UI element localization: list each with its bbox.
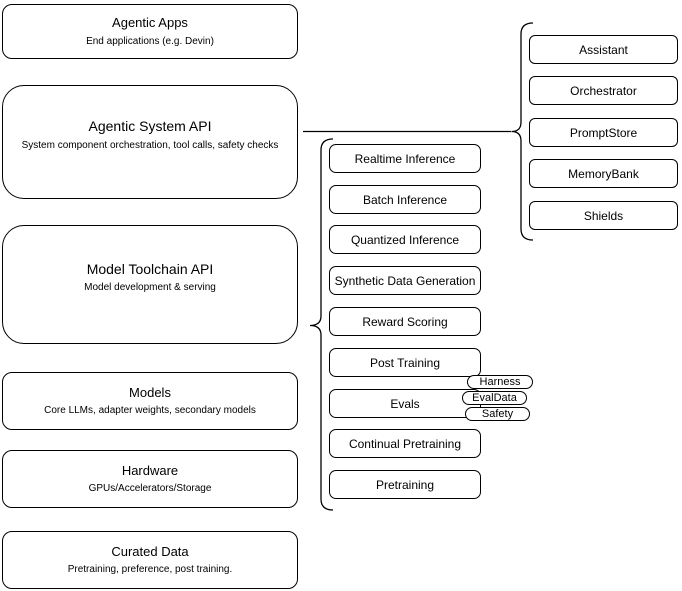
node-pretraining: Pretraining xyxy=(329,470,481,499)
node-memorybank: MemoryBank xyxy=(529,159,678,188)
node-label: Synthetic Data Generation xyxy=(334,273,476,288)
node-title: Model Toolchain API xyxy=(86,260,214,277)
pill-label: Harness xyxy=(479,375,521,388)
node-title: Agentic System API xyxy=(88,118,212,135)
node-subtitle: System component orchestration, tool cal… xyxy=(21,139,279,151)
node-label: Quantized Inference xyxy=(350,232,460,247)
pill-label: Safety xyxy=(481,407,514,420)
node-title: Curated Data xyxy=(111,543,189,559)
node-subtitle: Model development & serving xyxy=(84,282,216,294)
node-continual-pretraining: Continual Pretraining xyxy=(329,429,481,458)
node-quantized-inference: Quantized Inference xyxy=(329,225,481,254)
node-promptstore: PromptStore xyxy=(529,118,678,147)
node-label: Assistant xyxy=(579,42,628,57)
node-hardware: Hardware GPUs/Accelerators/Storage xyxy=(2,450,298,508)
node-evals: Evals xyxy=(329,389,481,418)
node-label: Pretraining xyxy=(375,477,435,492)
node-label: PromptStore xyxy=(569,125,638,140)
node-curated-data: Curated Data Pretraining, preference, po… xyxy=(2,531,298,589)
node-title: Hardware xyxy=(121,462,179,478)
node-label: Batch Inference xyxy=(362,192,448,207)
pill-safety: Safety xyxy=(465,407,530,421)
node-label: Orchestrator xyxy=(570,83,637,98)
node-synthetic-data-generation: Synthetic Data Generation xyxy=(329,266,481,295)
node-label: Realtime Inference xyxy=(354,151,456,166)
node-subtitle: GPUs/Accelerators/Storage xyxy=(88,483,212,495)
node-subtitle: Pretraining, preference, post training. xyxy=(67,564,233,576)
node-label: Continual Pretraining xyxy=(348,436,462,451)
node-models: Models Core LLMs, adapter weights, secon… xyxy=(2,372,298,430)
node-title: Models xyxy=(129,384,171,400)
node-label: Evals xyxy=(390,396,420,411)
node-assistant: Assistant xyxy=(529,35,678,64)
node-orchestrator: Orchestrator xyxy=(529,76,678,105)
node-reward-scoring: Reward Scoring xyxy=(329,307,481,336)
node-label: Reward Scoring xyxy=(362,314,448,329)
node-model-toolchain-api: Model Toolchain API Model development & … xyxy=(2,225,298,344)
node-label: Shields xyxy=(583,208,624,223)
pill-label: EvalData xyxy=(472,391,517,404)
node-shields: Shields xyxy=(529,201,678,230)
node-agentic-apps: Agentic Apps End applications (e.g. Devi… xyxy=(2,4,298,59)
pill-harness: Harness xyxy=(467,375,533,389)
node-agentic-system-api: Agentic System API System component orch… xyxy=(2,85,298,199)
node-label: Post Training xyxy=(369,355,441,370)
node-subtitle: Core LLMs, adapter weights, secondary mo… xyxy=(44,405,256,417)
node-post-training: Post Training xyxy=(329,348,481,377)
node-realtime-inference: Realtime Inference xyxy=(329,144,481,173)
pill-evaldata: EvalData xyxy=(462,391,527,405)
node-subtitle: End applications (e.g. Devin) xyxy=(86,35,214,47)
node-batch-inference: Batch Inference xyxy=(329,185,481,214)
node-title: Agentic Apps xyxy=(112,15,188,31)
node-label: MemoryBank xyxy=(568,166,639,181)
